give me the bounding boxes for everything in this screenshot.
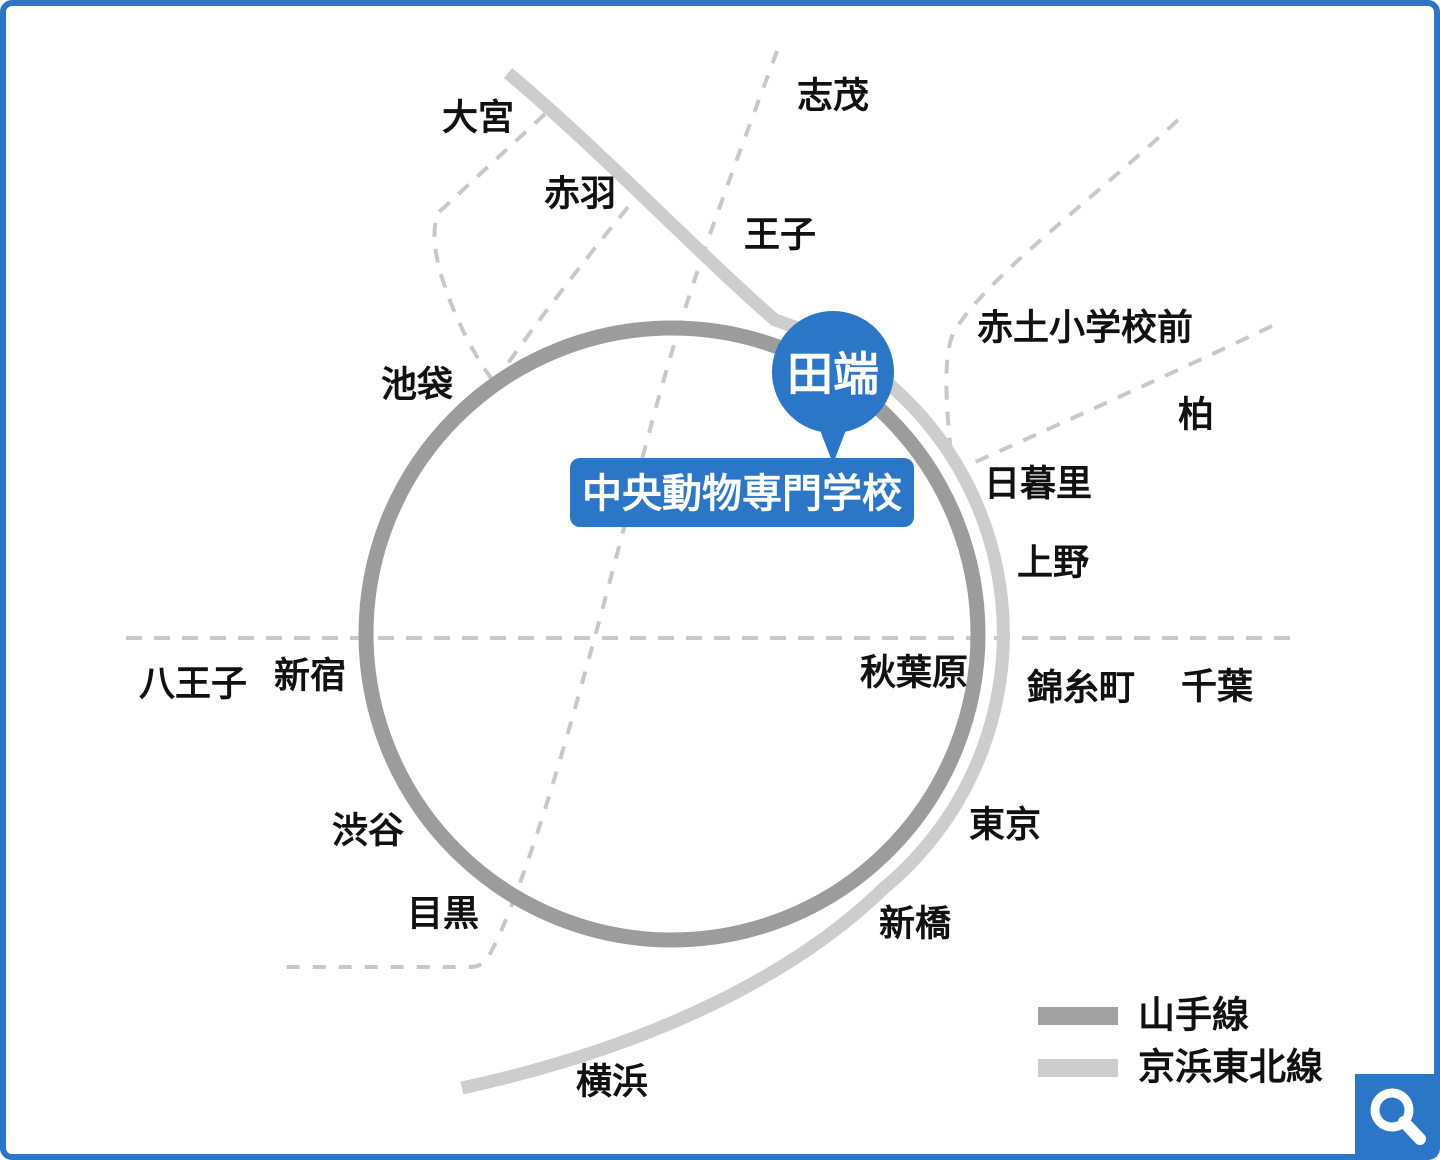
station-label-shibuya: 渋谷	[332, 810, 404, 851]
nippori-toneri-dashed-line	[944, 118, 1180, 463]
legend-yamanote-swatch	[1038, 1007, 1118, 1025]
legend-yamanote-label: 山手線	[1138, 995, 1249, 1036]
joban-dashed-line	[961, 324, 1273, 470]
station-label-yokohama: 横浜	[576, 1061, 648, 1102]
station-label-akabane: 赤羽	[544, 173, 616, 214]
keihin-tohoku-line	[460, 68, 1010, 1095]
station-label-shimo: 志茂	[797, 75, 869, 116]
station-label-hachioji: 八王子	[139, 663, 247, 704]
station-label-akado-elementary: 赤土小学校前	[977, 307, 1193, 348]
station-label-meguro: 目黒	[407, 893, 479, 934]
school-callout-label: 中央動物専門学校	[582, 472, 902, 516]
station-label-akihabara: 秋葉原	[860, 652, 968, 693]
zoom-button[interactable]	[1355, 1074, 1437, 1157]
station-label-ikebukuro: 池袋	[381, 364, 453, 405]
school-callout	[570, 458, 914, 527]
tabata-highlight-group: 田端 中央動物専門学校	[570, 311, 914, 527]
yamanote-line	[358, 320, 986, 948]
station-label-chiba: 千葉	[1181, 666, 1254, 707]
station-labels-group: 大宮 志茂 赤羽 王子 赤土小学校前 柏 池袋 日暮里 上野 八王子 新宿 秋葉…	[139, 75, 1254, 1102]
station-label-ueno: 上野	[1017, 542, 1089, 583]
namboku-dashed-line	[284, 50, 779, 969]
tabata-station-marker	[772, 311, 894, 433]
legend: 山手線 京浜東北線	[1038, 995, 1323, 1088]
legend-keihin-tohoku-label: 京浜東北線	[1138, 1047, 1323, 1088]
station-label-shinjuku: 新宿	[274, 655, 346, 696]
station-label-tokyo: 東京	[969, 804, 1041, 845]
magnifier-icon	[1370, 1088, 1426, 1145]
saikyo-dashed-line	[432, 112, 547, 383]
tabata-station-label: 田端	[787, 348, 879, 400]
legend-keihin-tohoku-swatch	[1038, 1059, 1118, 1077]
station-label-kinshicho: 錦糸町	[1027, 667, 1135, 708]
station-label-shimbashi: 新橋	[879, 903, 951, 944]
station-label-nippori: 日暮里	[984, 463, 1092, 504]
other-rail-lines-group	[126, 50, 1293, 969]
callout-pointer	[820, 430, 846, 464]
station-label-oji: 王子	[744, 214, 816, 255]
station-label-kashiwa: 柏	[1178, 394, 1214, 435]
station-label-omiya: 大宮	[442, 97, 514, 138]
zoom-button-background[interactable]	[1355, 1074, 1437, 1157]
